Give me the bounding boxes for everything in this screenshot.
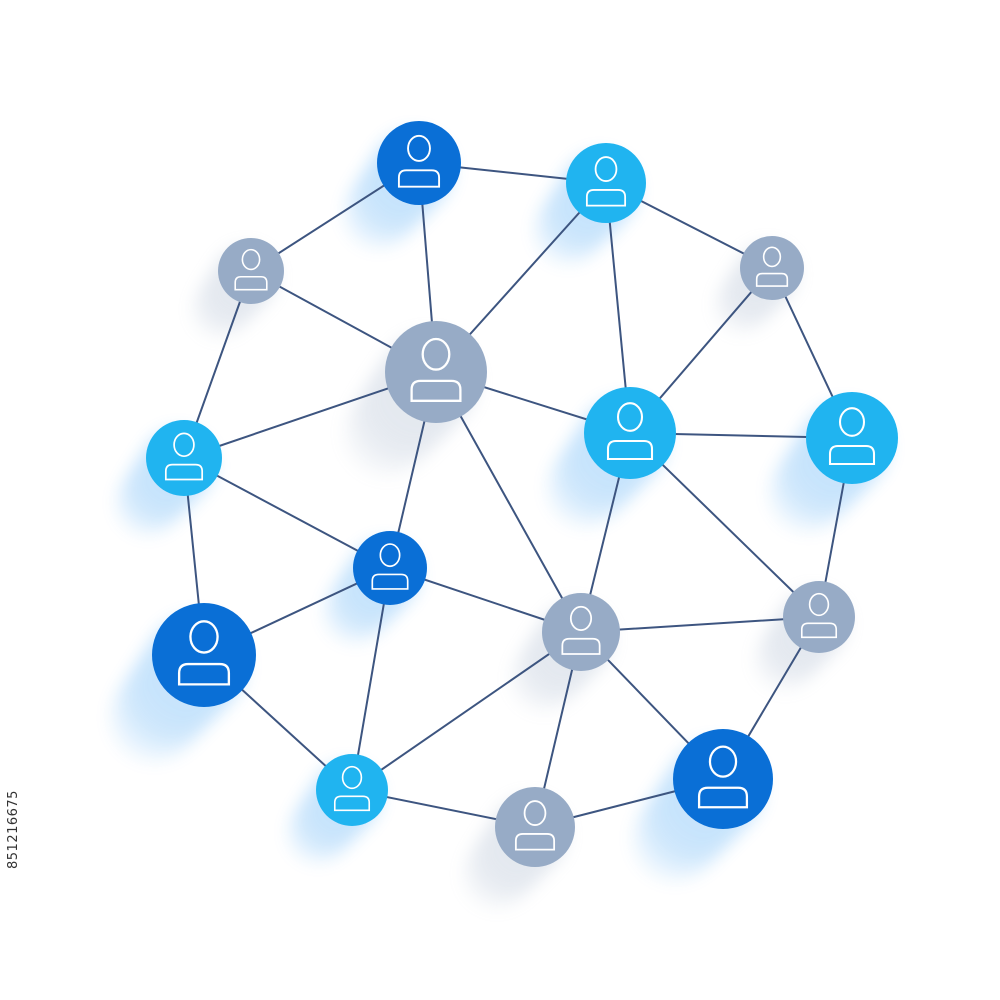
network-edge bbox=[351, 631, 582, 791]
user-icon bbox=[177, 620, 231, 686]
user-icon bbox=[755, 246, 789, 287]
user-icon bbox=[561, 605, 601, 655]
person-node bbox=[146, 420, 222, 496]
user-icon bbox=[606, 402, 654, 461]
person-node bbox=[353, 531, 427, 605]
user-icon bbox=[371, 543, 409, 590]
person-node bbox=[377, 121, 461, 205]
node-circle bbox=[783, 581, 855, 653]
user-icon bbox=[397, 134, 441, 188]
person-node bbox=[542, 593, 620, 671]
user-icon bbox=[585, 156, 627, 207]
stock-image-id: 851216675 bbox=[6, 790, 21, 870]
user-icon bbox=[828, 407, 876, 466]
user-icon bbox=[333, 765, 371, 812]
node-circle bbox=[495, 787, 575, 867]
person-node bbox=[783, 581, 855, 653]
user-icon bbox=[234, 248, 268, 291]
network-edge bbox=[183, 457, 391, 569]
person-node bbox=[385, 321, 487, 423]
network-edge bbox=[351, 567, 391, 791]
network-nodes bbox=[146, 121, 898, 867]
user-icon bbox=[800, 592, 838, 639]
node-circle bbox=[673, 729, 773, 829]
person-node bbox=[806, 392, 898, 484]
node-circle bbox=[740, 236, 804, 300]
person-node bbox=[673, 729, 773, 829]
node-circle bbox=[377, 121, 461, 205]
node-circle bbox=[584, 387, 676, 479]
node-circle bbox=[806, 392, 898, 484]
user-icon bbox=[410, 337, 462, 402]
node-circle bbox=[146, 420, 222, 496]
user-icon bbox=[514, 800, 556, 851]
person-node bbox=[495, 787, 575, 867]
person-node bbox=[584, 387, 676, 479]
node-circle bbox=[385, 321, 487, 423]
person-node bbox=[316, 754, 388, 826]
node-circle bbox=[353, 531, 427, 605]
node-circle bbox=[566, 143, 646, 223]
node-circle bbox=[316, 754, 388, 826]
user-icon bbox=[164, 432, 204, 481]
node-circle bbox=[542, 593, 620, 671]
node-circle bbox=[152, 603, 256, 707]
person-node bbox=[218, 238, 284, 304]
user-icon bbox=[697, 745, 749, 809]
node-circle bbox=[218, 238, 284, 304]
person-node bbox=[566, 143, 646, 223]
person-node bbox=[152, 603, 256, 707]
network-edge bbox=[580, 616, 820, 633]
person-node bbox=[740, 236, 804, 300]
